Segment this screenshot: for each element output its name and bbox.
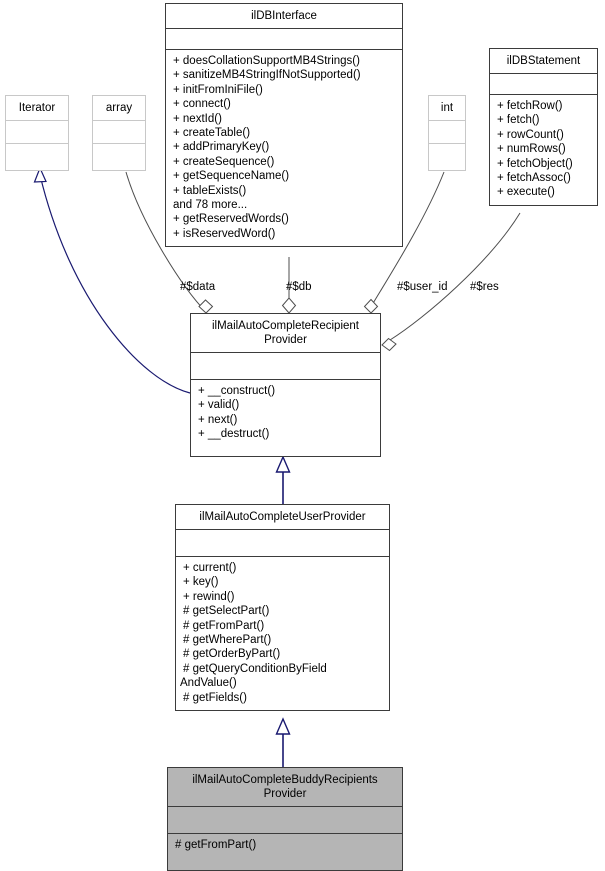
class-attributes-array	[93, 121, 145, 144]
class-member: + isReservedWord()	[173, 227, 276, 240]
edge-user-buddy-arrowhead	[275, 717, 291, 735]
class-title-ildbstatement: ilDBStatement	[490, 49, 597, 74]
class-member: + numRows()	[497, 143, 566, 156]
class-member: + __destruct()	[198, 428, 270, 441]
class-title-ildbinterface: ilDBInterface	[166, 4, 402, 29]
class-member: + fetchAssoc()	[497, 172, 571, 185]
class-box-recipient-provider[interactable]: ilMailAutoCompleteRecipient Provider + _…	[190, 313, 381, 457]
class-operations-recipient-provider: + __construct() + valid() + next() + __d…	[191, 380, 380, 456]
edge-label-res: #$res	[470, 281, 499, 293]
class-box-buddy-provider[interactable]: ilMailAutoCompleteBuddyRecipients Provid…	[167, 767, 403, 871]
class-box-iterator[interactable]: Iterator	[5, 95, 69, 171]
class-member: # getOrderByPart()	[183, 648, 281, 661]
edge-res-aggregation	[389, 212, 521, 341]
class-member: + execute()	[497, 186, 555, 199]
class-box-user-provider[interactable]: ilMailAutoCompleteUserProvider + current…	[175, 504, 390, 712]
edge-userid-diamond	[363, 298, 379, 314]
class-title-recipient-provider: ilMailAutoCompleteRecipient Provider	[191, 314, 380, 353]
class-member: + valid()	[198, 399, 240, 412]
class-title-user-provider: ilMailAutoCompleteUserProvider	[176, 505, 389, 530]
class-member: # getFromPart()	[183, 619, 265, 632]
class-member: + rowCount()	[497, 128, 564, 141]
class-member: + doesCollationSupportMB4Strings()	[173, 55, 360, 67]
class-box-array[interactable]: array	[92, 95, 146, 171]
class-member: + fetch()	[497, 114, 540, 127]
edge-res-diamond	[381, 337, 397, 352]
class-title-int: int	[429, 96, 465, 121]
class-attributes-user-provider	[176, 530, 389, 557]
class-box-int[interactable]: int	[428, 95, 466, 171]
class-member: # getWherePart()	[183, 634, 272, 647]
class-member: # getQueryConditionByField	[183, 662, 327, 675]
class-box-ildbinterface[interactable]: ilDBInterface + doesCollationSupportMB4S…	[165, 3, 403, 248]
class-attributes-iterator	[6, 121, 68, 144]
class-member: and 78 more...	[173, 199, 248, 212]
class-member: + next()	[198, 413, 238, 426]
class-operations-iterator	[6, 144, 68, 171]
class-attributes-ildbinterface	[166, 29, 402, 50]
class-member: + fetchRow()	[497, 100, 563, 112]
class-attributes-ildbstatement	[490, 74, 597, 95]
edge-label-db: #$db	[286, 281, 312, 293]
class-member: + createTable()	[173, 127, 251, 140]
edge-array-diamond	[198, 299, 214, 314]
class-member: # getFromPart()	[175, 839, 257, 851]
class-member: # getFields()	[183, 691, 247, 704]
class-member: + addPrimaryKey()	[173, 141, 270, 154]
edge-label-data: #$data	[180, 281, 216, 293]
class-operations-array	[93, 144, 145, 171]
class-title-array: array	[93, 96, 145, 121]
class-member: + tableExists()	[173, 184, 247, 197]
class-member: + getSequenceName()	[173, 170, 290, 183]
edge-recipient-user-arrowhead	[275, 455, 291, 473]
class-member: + nextId()	[173, 112, 222, 125]
class-box-ildbstatement[interactable]: ilDBStatement + fetchRow() + fetch() + r…	[489, 48, 598, 206]
class-member: AndValue()	[180, 677, 237, 690]
class-member: + __construct()	[198, 385, 276, 397]
class-member: + rewind()	[183, 590, 235, 603]
class-title-buddy-provider: ilMailAutoCompleteBuddyRecipients Provid…	[168, 768, 402, 807]
class-member: + current()	[183, 562, 237, 574]
class-operations-buddy-provider: # getFromPart()	[168, 834, 402, 870]
class-operations-ildbinterface: + doesCollationSupportMB4Strings() + san…	[166, 50, 402, 246]
class-attributes-int	[429, 121, 465, 144]
class-member: + connect()	[173, 98, 231, 111]
class-member: + getReservedWords()	[173, 213, 289, 226]
class-member: + initFromIniFile()	[173, 83, 263, 96]
edge-db-diamond	[281, 297, 297, 314]
class-member: + key()	[183, 576, 219, 589]
edge-label-user-id: #$user_id	[397, 281, 448, 293]
class-operations-int	[429, 144, 465, 171]
class-member: + sanitizeMB4StringIfNotSupported()	[173, 69, 361, 82]
class-member: + createSequence()	[173, 155, 275, 168]
class-attributes-recipient-provider	[191, 353, 380, 380]
class-operations-ildbstatement: + fetchRow() + fetch() + rowCount() + nu…	[490, 95, 597, 205]
class-operations-user-provider: + current() + key() + rewind() # getSele…	[176, 557, 389, 710]
class-title-iterator: Iterator	[6, 96, 68, 121]
class-attributes-buddy-provider	[168, 807, 402, 834]
class-member: # getSelectPart()	[183, 605, 270, 618]
class-member: + fetchObject()	[497, 157, 573, 170]
